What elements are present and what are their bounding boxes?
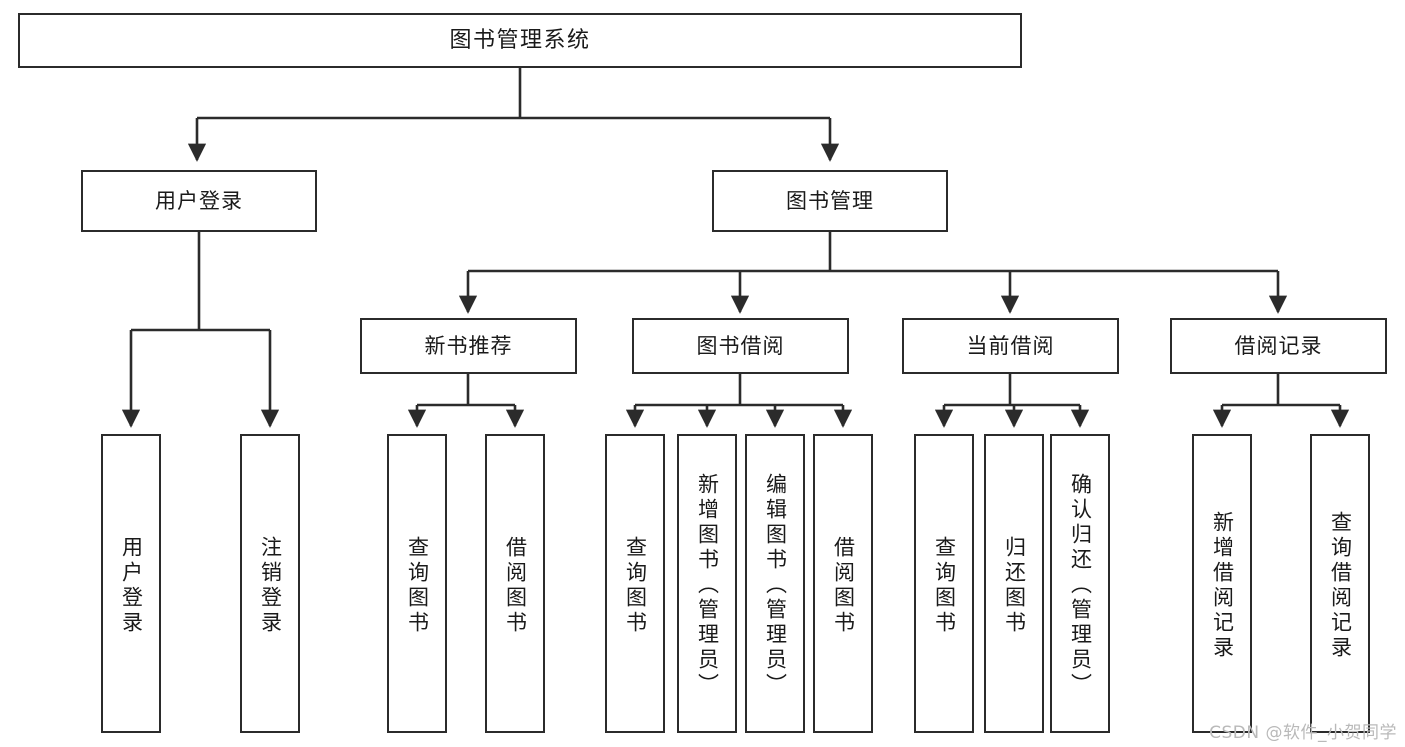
node-label: 图书借阅 <box>696 333 785 358</box>
node-user-login[interactable]: 用户登录 <box>81 170 317 232</box>
leaf-user-login-logout[interactable]: 注销登录 <box>240 434 300 733</box>
node-label: 用户登录 <box>155 188 243 213</box>
leaf-current-confirm-return[interactable]: 确认归还（管理员） <box>1050 434 1110 733</box>
leaf-borrow-add-book[interactable]: 新增图书（管理员） <box>677 434 737 733</box>
node-label: 归还图书 <box>1002 535 1027 636</box>
leaf-current-return-book[interactable]: 归还图书 <box>984 434 1044 733</box>
node-current-borrow[interactable]: 当前借阅 <box>902 318 1119 374</box>
node-label: 借阅记录 <box>1234 333 1323 358</box>
node-label: 查询图书 <box>932 535 957 636</box>
node-label: 新增借阅记录 <box>1210 510 1235 661</box>
leaf-record-query[interactable]: 查询借阅记录 <box>1310 434 1370 733</box>
leaf-new-book-query[interactable]: 查询图书 <box>387 434 447 733</box>
node-label: 注销登录 <box>258 535 283 636</box>
node-label: 借阅图书 <box>831 535 856 636</box>
leaf-borrow-query-book[interactable]: 查询图书 <box>605 434 665 733</box>
node-label: 新增图书（管理员） <box>695 473 720 698</box>
leaf-new-book-borrow[interactable]: 借阅图书 <box>485 434 545 733</box>
node-label: 编辑图书（管理员） <box>763 473 788 698</box>
leaf-current-query-book[interactable]: 查询图书 <box>914 434 974 733</box>
node-label: 图书管理 <box>786 188 874 213</box>
leaf-user-login-login[interactable]: 用户登录 <box>101 434 161 733</box>
leaf-borrow-borrow-book[interactable]: 借阅图书 <box>813 434 873 733</box>
node-label: 借阅图书 <box>503 535 528 636</box>
node-root-system[interactable]: 图书管理系统 <box>18 13 1022 68</box>
node-label: 用户登录 <box>119 535 144 636</box>
node-label: 当前借阅 <box>966 333 1055 358</box>
node-borrow-record[interactable]: 借阅记录 <box>1170 318 1387 374</box>
node-book-management[interactable]: 图书管理 <box>712 170 948 232</box>
node-label: 查询图书 <box>623 535 648 636</box>
leaf-borrow-edit-book[interactable]: 编辑图书（管理员） <box>745 434 805 733</box>
node-book-borrow[interactable]: 图书借阅 <box>632 318 849 374</box>
node-new-book-recommend[interactable]: 新书推荐 <box>360 318 577 374</box>
node-label: 新书推荐 <box>424 333 513 358</box>
watermark: CSDN @软件_小贺同学 <box>1209 723 1397 743</box>
node-label: 查询借阅记录 <box>1328 510 1353 661</box>
node-label: 确认归还（管理员） <box>1068 473 1093 698</box>
leaf-record-add[interactable]: 新增借阅记录 <box>1192 434 1252 733</box>
node-label: 查询图书 <box>405 535 430 636</box>
node-label: 图书管理系统 <box>449 27 591 53</box>
